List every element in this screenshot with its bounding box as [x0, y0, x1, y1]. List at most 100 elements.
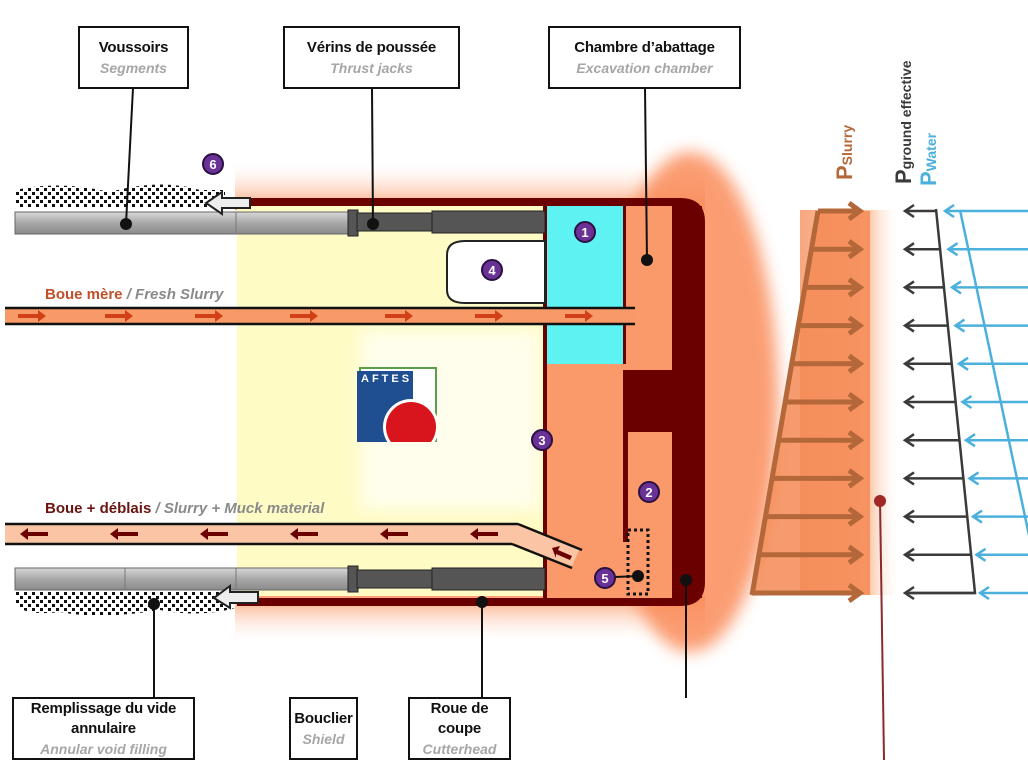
label-segments-en: Segments [100, 59, 167, 76]
flow-arrow-right [195, 310, 223, 322]
flow-arrow-left [290, 528, 318, 540]
flow-arrow-right [565, 310, 593, 322]
label-segments: Voussoirs Segments [78, 26, 189, 89]
ground-arrowhead [902, 547, 915, 562]
water-arrowhead [970, 509, 983, 524]
leader-dots [120, 218, 692, 610]
slurry-arrowhead [847, 315, 865, 336]
aftes-logo: AFTES [357, 367, 439, 455]
fresh-slurry-fr: Boue mère [45, 286, 123, 303]
slurry-arrowhead [847, 391, 865, 413]
water-arrowhead [974, 547, 987, 562]
label-shield-en: Shield [302, 730, 345, 747]
ground-arrowhead [902, 585, 915, 601]
slurry-arrowhead [847, 277, 865, 298]
grout-top [15, 184, 225, 208]
flow-arrow-right [385, 310, 413, 322]
leader-lines [125, 87, 687, 698]
slurry-arrowhead [847, 430, 865, 451]
fresh-slurry-label: Boue mère / Fresh Slurry [45, 286, 223, 303]
label-shield: Bouclier Shield [289, 697, 358, 760]
slurry-arrowhead [847, 506, 865, 527]
label-shield-fr: Bouclier [294, 709, 353, 727]
ground-arrowhead [902, 471, 915, 486]
thrust-jacks-top [356, 210, 546, 234]
flow-arrow-left [552, 546, 572, 560]
ground-arrowhead [902, 203, 915, 219]
slurry-muck-en: Slurry + Muck material [163, 500, 325, 517]
grout-bottom [15, 592, 235, 616]
water-arrowhead [977, 585, 990, 601]
water-arrowhead [953, 318, 966, 333]
badge-2: 2 [638, 481, 660, 503]
badge-3: 3 [531, 429, 553, 451]
ground-arrowhead [902, 433, 915, 448]
flow-arrow-left [470, 528, 498, 540]
fresh-slurry-pipe [5, 306, 635, 326]
water-arrowhead [942, 203, 955, 219]
label-thrust-jacks-fr: Vérins de poussée [306, 38, 437, 56]
legend-p-water: PWater [916, 133, 942, 186]
muck-pipe [5, 522, 583, 570]
slurry-muck-fr: Boue + déblais [45, 500, 152, 517]
aftes-logo-text: AFTES [361, 373, 413, 385]
fresh-slurry-en: Fresh Slurry [135, 286, 224, 303]
thrust-jacks-bottom [356, 567, 546, 591]
legend-p-ground: Pground effective [891, 60, 917, 184]
badge-1: 1 [574, 221, 596, 243]
ground-arrowhead [902, 318, 915, 333]
water-arrowhead [956, 356, 969, 371]
pressure-diagram [749, 200, 1028, 761]
slurry-arrowhead [847, 239, 865, 260]
ground-arrowhead [902, 242, 915, 257]
ground-arrowhead [902, 356, 915, 371]
slurry-arrowhead [847, 468, 865, 489]
label-thrust-jacks: Vérins de poussée Thrust jacks [283, 26, 460, 89]
water-arrowhead [967, 471, 980, 486]
label-annular-void-en: Annular void filling [40, 740, 167, 757]
slurry-arrowhead [847, 200, 865, 222]
label-excavation-chamber: Chambre d’abattage Excavation chamber [548, 26, 741, 89]
ground-arrowhead [902, 509, 915, 524]
water-arrowhead [949, 280, 962, 295]
segments-top [14, 209, 359, 237]
legend-p-slurry-p: P [832, 165, 857, 180]
grout-arrow-top [204, 190, 251, 216]
slurry-muck-label: Boue + déblais / Slurry + Muck material [45, 500, 324, 517]
label-cutterhead-en: Cutterhead [422, 740, 497, 757]
ground-arrowhead [902, 280, 915, 295]
flow-arrow-left [380, 528, 408, 540]
slurry-muck-sep: / [151, 500, 164, 517]
slurry-arrowhead [847, 353, 865, 374]
flow-arrow-left [20, 528, 48, 540]
legend-p-slurry-sub: Slurry [839, 124, 855, 166]
label-annular-void-fr: Remplissage du vide annulaire [30, 699, 177, 737]
water-arrowhead [963, 433, 976, 448]
legend-p-water-p: P [916, 171, 941, 186]
label-excavation-chamber-en: Excavation chamber [576, 59, 713, 76]
flow-arrow-right [475, 310, 503, 322]
fresh-slurry-sep: / [122, 286, 136, 303]
grout-arrow-bottom [212, 584, 259, 610]
slurry-arrowhead [847, 582, 865, 604]
flow-arrow-right [18, 310, 46, 322]
label-annular-void: Remplissage du vide annulaire Annular vo… [12, 697, 195, 760]
ground-arrowhead [902, 394, 915, 410]
badge-5: 5 [594, 567, 616, 589]
legend-p-ground-p: P [891, 169, 916, 184]
legend-p-ground-sub: ground effective [898, 60, 914, 170]
flow-arrow-right [290, 310, 318, 322]
water-arrowhead [946, 242, 959, 257]
cutterhead [672, 206, 702, 598]
water-arrowhead [960, 394, 973, 410]
label-cutterhead: Roue de coupe Cutterhead [408, 697, 511, 760]
slurry-arrowhead [847, 544, 865, 565]
flow-arrow-left [200, 528, 228, 540]
legend-p-slurry: PSlurry [832, 125, 858, 180]
badge-6: 6 [202, 153, 224, 175]
label-thrust-jacks-en: Thrust jacks [330, 59, 413, 76]
shield-body [237, 198, 705, 606]
segments-bottom [14, 565, 359, 593]
